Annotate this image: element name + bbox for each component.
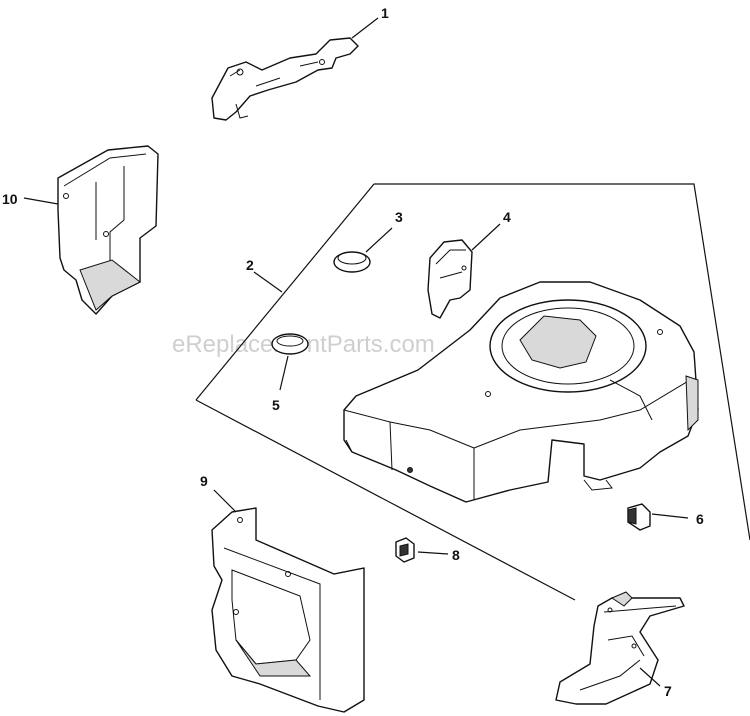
callout-9: 9 xyxy=(200,473,208,489)
callout-2: 2 xyxy=(246,257,254,273)
leader-lines xyxy=(23,17,689,687)
part-5-plug xyxy=(271,333,309,355)
callout-3: 3 xyxy=(395,209,403,225)
part-8-clip xyxy=(395,537,415,563)
part-2-blower-housing xyxy=(343,281,699,503)
callout-1: 1 xyxy=(381,5,389,21)
callout-5: 5 xyxy=(272,397,280,413)
part-1-bracket xyxy=(211,37,359,121)
callout-labels: 1 2 3 4 5 6 7 8 9 10 xyxy=(2,5,704,699)
part-9-baffle xyxy=(211,507,365,713)
part-4-shield xyxy=(427,239,473,319)
part-3-plug xyxy=(333,251,371,273)
part-10-bracket xyxy=(57,145,159,315)
callout-6: 6 xyxy=(696,511,704,527)
callout-7: 7 xyxy=(664,683,672,699)
callout-8: 8 xyxy=(452,547,460,563)
part-7-bracket xyxy=(555,591,685,705)
assembly-outline xyxy=(195,183,750,601)
callout-4: 4 xyxy=(503,209,511,225)
callout-10: 10 xyxy=(2,191,18,207)
part-6-clip xyxy=(627,503,651,531)
